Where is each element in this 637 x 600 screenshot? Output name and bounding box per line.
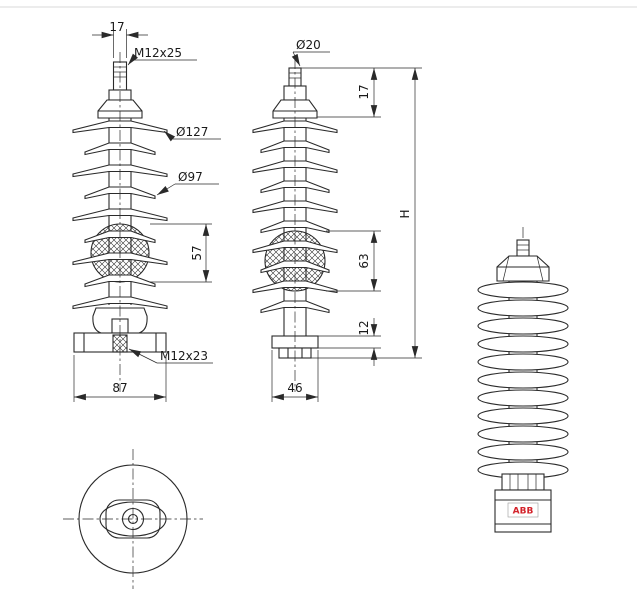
- front-view-primary: 17 M12x25 Ø127 Ø97 57 M12x23: [72, 20, 221, 402]
- cap-outline-lobes: [105, 499, 161, 539]
- top-view: [63, 449, 203, 589]
- brand-label-plate: [507, 502, 539, 518]
- weather-shed: [477, 407, 569, 425]
- weather-shed: [477, 353, 569, 371]
- label-bottom-thread: M12x23: [160, 349, 208, 363]
- weather-sheds: [477, 281, 569, 479]
- base-assembly: ABB: [494, 473, 552, 533]
- top-cap: [496, 255, 550, 282]
- weather-shed: [477, 335, 569, 353]
- dim-label-base-height: 12: [357, 320, 371, 335]
- weather-shed: [477, 299, 569, 317]
- callout-diameter-small: Ø97: [156, 170, 219, 196]
- brand-logo-text: ABB: [513, 507, 534, 517]
- render-3d-view: ABB: [477, 227, 569, 533]
- callout-top-thread: M12x25: [127, 46, 197, 66]
- weather-shed: [477, 389, 569, 407]
- dim-label-stud-width: 17: [109, 20, 124, 34]
- dimension-base-width: 46: [271, 350, 319, 402]
- callout-diameter-large: Ø127: [163, 125, 221, 142]
- dimension-top-height: 17: [357, 68, 378, 117]
- shed-outline-circle: [78, 464, 188, 574]
- stud-hole-circle: [127, 513, 139, 525]
- top-cap: [272, 99, 318, 119]
- weather-shed: [477, 425, 569, 443]
- dimension-block-height: 57: [150, 223, 212, 283]
- callout-stud-diameter: Ø20: [291, 38, 330, 67]
- cap-outline: [99, 501, 167, 537]
- dimension-base-width: 87: [73, 355, 167, 402]
- label-diameter-large: Ø127: [176, 125, 208, 139]
- dim-label-base-width: 87: [112, 381, 127, 395]
- weather-shed: [477, 443, 569, 461]
- dim-label-block-height: 57: [190, 245, 204, 260]
- dimension-overall-height: H: [398, 68, 419, 358]
- dim-label-block-height: 63: [357, 253, 371, 268]
- weather-shed: [477, 281, 569, 299]
- dim-label-top-height: 17: [357, 84, 371, 99]
- label-top-thread: M12x25: [134, 46, 182, 60]
- weather-shed: [477, 371, 569, 389]
- thread-lines: [509, 474, 537, 490]
- label-stud-diameter: Ø20: [296, 38, 321, 52]
- dim-label-overall-height: H: [398, 209, 412, 218]
- dim-label-base-width: 46: [287, 381, 302, 395]
- label-diameter-small: Ø97: [178, 170, 203, 184]
- stud-circle: [121, 507, 145, 531]
- dimension-base-height: 12: [357, 318, 378, 366]
- weather-shed: [477, 317, 569, 335]
- extension-lines: [301, 67, 422, 359]
- top-terminal-stud: [516, 239, 530, 257]
- dimension-stud-width: 17: [92, 20, 148, 58]
- dimension-block-height: 63: [357, 231, 378, 291]
- front-view-secondary: Ø20 17 63 12 H: [252, 38, 422, 402]
